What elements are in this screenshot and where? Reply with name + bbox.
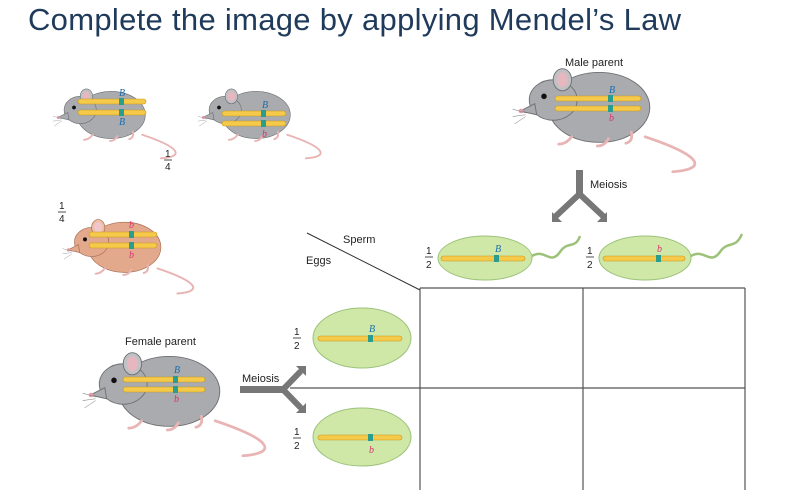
fraction-egg-b-recessive: 1 2 [293,427,301,452]
chromosome-pair-male: B b [554,85,642,124]
punnett-cell-bb-top-right[interactable] [584,289,744,387]
svg-text:2: 2 [294,441,300,452]
page-title: Complete the image by applying Mendel’s … [28,2,682,37]
chromosome-pair-bb-hetero: B b [221,100,287,140]
fraction-one-quarter-lower: 1 4 [58,201,66,225]
chromosome-pair-bb: B B [77,88,147,128]
svg-text:2: 2 [426,260,432,271]
egg-cell-dominant: B [312,307,412,369]
punnett-cell-bb[interactable] [421,289,582,387]
punnett-grid [290,287,746,490]
eggs-label: Eggs [306,255,332,267]
meiosis-arrow-top [552,170,607,222]
allele-label: B [609,85,615,96]
male-parent-label: Male parent [565,57,623,69]
sperm-label: Sperm [343,234,375,246]
fraction-one-quarter-upper: 1 4 [164,149,172,173]
male-parent-mouse [511,67,697,174]
svg-text:1: 1 [294,427,300,438]
svg-text:4: 4 [165,162,171,173]
punnett-cell-bb-bottom-left[interactable] [421,389,582,489]
svg-text:2: 2 [587,260,593,271]
offspring-mouse-brown [61,218,195,295]
svg-text:1: 1 [587,246,593,257]
sperm-cell-dominant: B [437,235,582,281]
svg-text:2: 2 [294,341,300,352]
allele-label: b [262,129,267,140]
svg-text:1: 1 [59,201,65,212]
allele-label: B [119,88,125,99]
sperm-cell-recessive: b [598,233,744,281]
allele-label: B [495,244,501,255]
chromosome-pair-brown: b b [88,220,158,261]
allele-label: B [174,365,180,376]
diagonal-divider [306,232,421,291]
allele-label: B [262,100,268,111]
svg-text:1: 1 [294,327,300,338]
allele-label: b [174,394,179,405]
punnett-cell-bb-bottom-right[interactable] [584,389,744,489]
meiosis-arrow-left [240,366,306,413]
fraction-sperm-b-recessive: 1 2 [586,246,594,271]
allele-label: b [657,244,662,255]
egg-cell-recessive: b [312,407,412,467]
female-parent-label: Female parent [125,336,196,348]
fraction-sperm-b-dominant: 1 2 [425,246,433,271]
fraction-egg-b-dominant: 1 2 [293,327,301,352]
allele-label: B [119,117,125,128]
meiosis-label-top: Meiosis [590,179,628,191]
allele-label: B [369,324,375,335]
svg-text:1: 1 [426,246,432,257]
svg-text:4: 4 [59,214,65,225]
allele-label: b [129,250,134,261]
allele-label: b [129,220,134,231]
meiosis-label-left: Meiosis [242,373,280,385]
svg-text:1: 1 [165,149,171,160]
allele-label: b [369,445,374,456]
allele-label: b [609,113,614,124]
chromosome-pair-female: B b [122,365,206,405]
